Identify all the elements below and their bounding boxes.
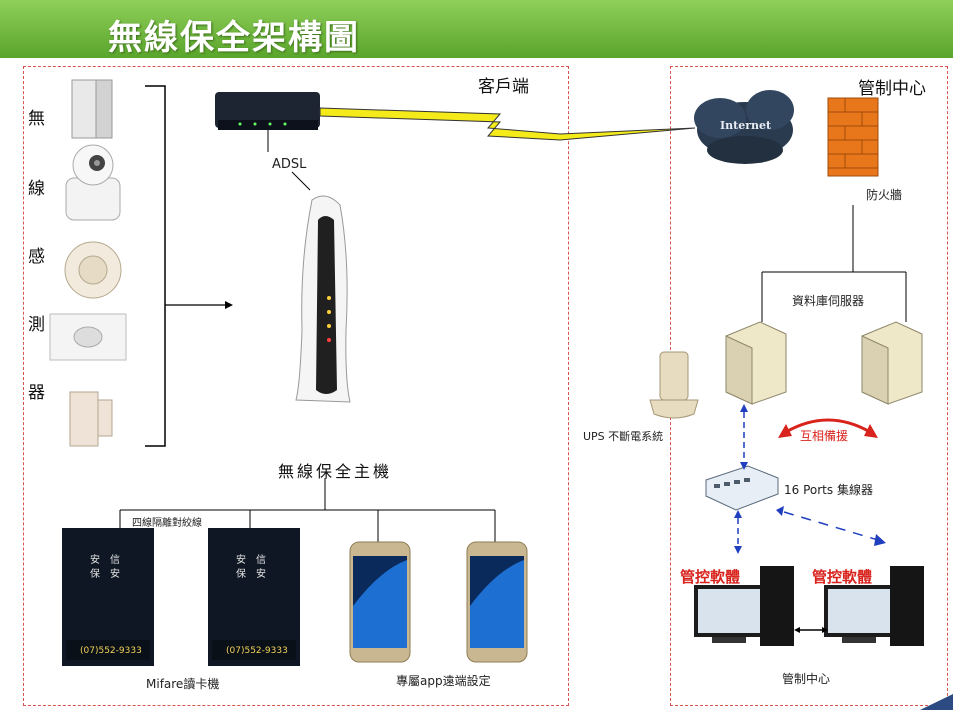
mifare-reader-1-icon <box>62 528 154 666</box>
firewall-icon <box>827 97 879 177</box>
sensor-bracket <box>145 85 166 447</box>
pir-sensor-icon <box>49 313 127 361</box>
client-region-label: 客戶端 <box>478 77 529 97</box>
smartphone-2-icon <box>466 541 528 663</box>
control-software-label-1: 管控軟體 <box>680 568 741 586</box>
card-reader-2-text: 安 信 保 安 <box>236 555 266 580</box>
main-unit-device-icon <box>295 195 351 403</box>
ups-icon <box>649 351 699 419</box>
db-server-1-icon <box>725 321 787 405</box>
wireless-link <box>319 107 696 141</box>
mutual-backup-label: 互相備援 <box>800 429 849 443</box>
mifare-reader-2-icon <box>208 528 300 666</box>
adsl-label: ADSL <box>272 157 307 172</box>
smoke-detector-icon <box>64 241 122 299</box>
switch-icon <box>705 465 779 511</box>
backup-arrow <box>785 418 871 434</box>
db-server-label: 資料庫伺服器 <box>792 294 865 308</box>
page-title: 無線保全架構圖 <box>108 18 360 58</box>
card-reader-1-text: 安 信 保 安 <box>90 555 120 580</box>
smartphone-1-icon <box>349 541 411 663</box>
sensor-label-char-2: 線 <box>28 179 45 199</box>
sensor-label-char-3: 感 <box>28 247 45 267</box>
card-reader-2-number: (07)552-9333 <box>226 646 288 656</box>
workstation-2-icon <box>824 566 924 646</box>
title-bar <box>0 0 953 58</box>
db-server-2-icon <box>861 321 923 405</box>
client-region <box>23 66 569 706</box>
sensor-label-char-5: 器 <box>28 383 45 403</box>
control-center-bottom-label: 管制中心 <box>782 672 831 686</box>
firewall-label: 防火牆 <box>866 188 903 202</box>
app-label: 專屬app遠端設定 <box>396 674 491 688</box>
mifare-label: Mifare讀卡機 <box>146 677 220 691</box>
switch-label: 16 Ports 集線器 <box>784 483 873 497</box>
sensor-label-char-4: 測 <box>28 315 45 335</box>
sensor-arrow-head <box>225 301 233 309</box>
ip-camera-icon <box>65 144 121 221</box>
control-software-label-2: 管控軟體 <box>812 568 873 586</box>
workstation-1-icon <box>694 566 794 646</box>
door-sensor-icon <box>71 79 113 139</box>
sensor-label-char-1: 無 <box>28 109 45 129</box>
card-reader-1-number: (07)552-9333 <box>80 646 142 656</box>
adsl-modem-icon <box>215 92 320 130</box>
control-center-region-label: 管制中心 <box>858 79 926 99</box>
corner-decoration <box>920 694 953 710</box>
internet-label: Internet <box>720 119 772 132</box>
magnetic-contact-icon <box>69 391 113 447</box>
internet-cloud-icon <box>694 90 794 164</box>
wiring-label: 四線隔離對絞線 <box>132 518 202 529</box>
main-unit-label: 無線保全主機 <box>278 462 393 481</box>
ups-label: UPS 不斷電系統 <box>583 430 664 443</box>
